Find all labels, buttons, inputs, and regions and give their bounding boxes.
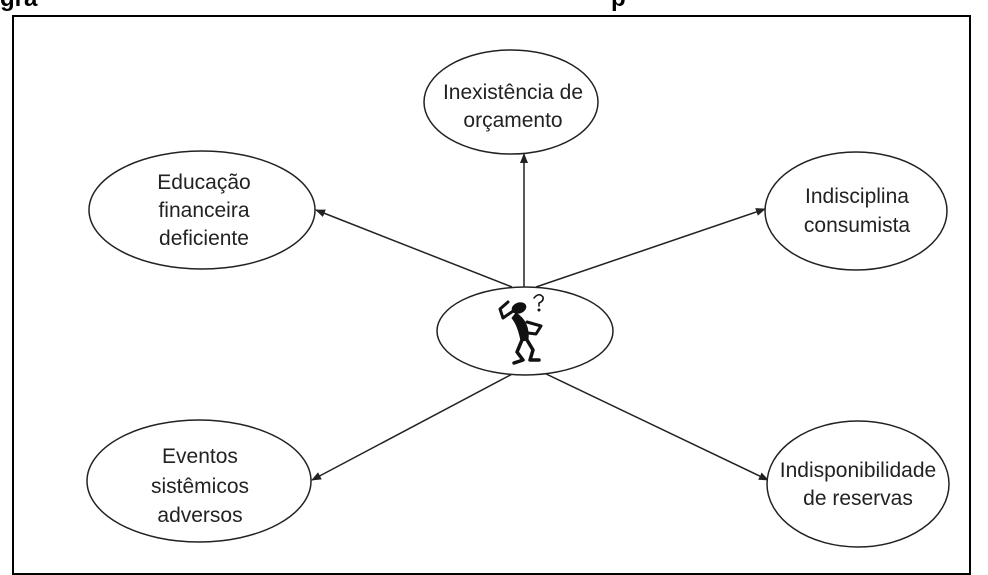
node-indisponibilidade-line-1: Indisponibilidade [780,459,936,482]
node-eventos-line-2: sistêmicos [151,475,249,498]
arrow-to-educacao [315,209,513,288]
node-educacao-line-2: financeira [158,199,249,222]
node-inexistencia: Inexistência de orçamento [423,49,599,155]
heading-fragment-left: gra [0,0,37,14]
node-center [436,286,614,376]
node-indisponibilidade: Indisponibilidade de reservas [766,420,950,548]
node-indisciplina: Indisciplina consumista [764,151,948,271]
node-indisciplina-line-2: consumista [804,214,911,237]
heading-fragment-right: p [611,0,626,14]
arrow-to-eventos [311,371,517,481]
node-eventos: Eventos sistêmicos adversos [86,419,312,543]
arrow-to-indisciplina [535,208,766,288]
node-educacao: Educação financeira deficiente [88,150,316,270]
page-heading-fragment: gra p [0,0,988,14]
node-educacao-line-1: Educação [157,171,250,194]
arrow-to-indisponibilidade [541,371,769,481]
node-indisciplina-line-1: Indisciplina [805,185,909,208]
node-inexistencia-line-1: Inexistência de [443,81,583,104]
node-educacao-line-3: deficiente [159,227,249,250]
node-indisponibilidade-line-2: de reservas [803,487,913,510]
node-eventos-line-1: Eventos [162,445,238,468]
node-eventos-line-3: adversos [157,504,242,527]
node-inexistencia-line-2: orçamento [463,109,562,132]
diagram-svg: Inexistência de orçamento Educação finan… [86,49,950,548]
confused-person-icon [498,294,544,365]
connectors [311,153,769,481]
